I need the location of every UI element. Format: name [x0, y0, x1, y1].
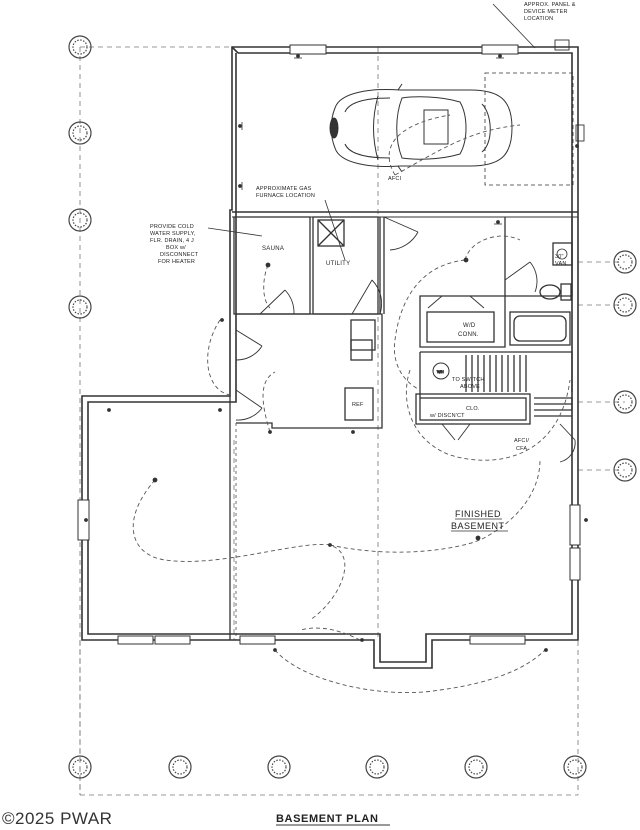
wiring-runs	[132, 114, 571, 693]
svg-text:WH: WH	[437, 369, 444, 374]
car-icon	[329, 83, 513, 173]
water-heater-icon: WH	[432, 362, 450, 380]
gas-note-line-1: APPROXIMATE GAS	[256, 186, 312, 192]
sink-icon	[556, 248, 568, 260]
panel-note-line-2: DEVICE METER	[524, 9, 568, 15]
grid-marker-bottom-5	[464, 755, 488, 779]
afci-label: AFCI	[388, 176, 402, 182]
water-note-line-6: FOR HEATER	[158, 259, 195, 265]
grid-markers	[68, 35, 637, 779]
outlet-symbols	[84, 54, 588, 652]
finished-basement-label: FINISHED BASEMENT	[451, 509, 508, 532]
grid-lines	[79, 46, 625, 796]
water-note-line-4: BOX w/	[166, 245, 186, 251]
afci-cfa-line-2: CFA	[516, 446, 527, 452]
afci-cfa-line-1: AFCI/	[514, 438, 529, 444]
plan-title: BASEMENT PLAN	[276, 813, 390, 826]
closet-label-line-1: CLO.	[466, 406, 480, 412]
grid-marker-right-3	[613, 390, 637, 414]
water-note: PROVIDE COLD WATER SUPPLY, FLR. DRAIN, 4…	[150, 224, 199, 265]
gas-note-line-2: FURNACE LOCATION	[256, 193, 315, 199]
closet-label-line-2: w/ DISCN'CT	[429, 413, 465, 419]
grid-marker-bottom-4	[365, 755, 389, 779]
grid-marker-left-1	[68, 35, 92, 59]
watermark: ©2025 PWAR	[2, 809, 113, 828]
utility-label: UTILITY	[326, 261, 350, 267]
wd-label-line-1: W/D	[463, 323, 476, 329]
closet-label: CLO. w/ DISCN'CT	[429, 406, 480, 419]
grid-marker-bottom-1	[68, 755, 92, 779]
to-switch-line-2: ABOVE	[460, 384, 480, 390]
vanity-label-line-1: 30"	[555, 254, 564, 260]
panel-note-line-3: LOCATION	[524, 16, 553, 22]
grid-marker-left-3	[68, 208, 92, 232]
vanity-label: 30" VAN.	[555, 254, 569, 267]
wd-label: W/D CONN.	[458, 323, 479, 338]
ref-label: REF	[352, 402, 364, 408]
water-note-line-2: WATER SUPPLY,	[150, 231, 196, 237]
door-swings	[235, 216, 576, 463]
panel-note-line-1: APPROX. PANEL &	[524, 2, 576, 8]
windows	[77, 44, 581, 645]
sauna-label: SAUNA	[262, 246, 284, 252]
wd-label-line-2: CONN.	[458, 332, 479, 338]
plan-title-text: BASEMENT PLAN	[276, 813, 379, 825]
water-note-line-5: DISCONNECT	[160, 252, 199, 258]
finished-basement-line-1: FINISHED	[455, 509, 501, 519]
grid-marker-bottom-6	[563, 755, 587, 779]
vanity-label-line-2: VAN.	[555, 261, 569, 267]
water-note-line-3: FLR. DRAIN, 4 J	[150, 238, 194, 244]
water-note-line-1: PROVIDE COLD	[150, 224, 194, 230]
grid-marker-right-1	[613, 250, 637, 274]
interior-walls	[229, 216, 573, 640]
leader-lines	[207, 3, 536, 261]
to-switch-line-1: TO SWITCH	[452, 377, 485, 383]
gas-note: APPROXIMATE GAS FURNACE LOCATION	[256, 186, 315, 199]
panel-note: APPROX. PANEL & DEVICE METER LOCATION	[524, 2, 576, 22]
grid-marker-left-4	[68, 295, 92, 319]
grid-marker-left-2	[68, 121, 92, 145]
grid-marker-right-2	[613, 293, 637, 317]
grid-marker-bottom-2	[168, 755, 192, 779]
to-switch-label: TO SWITCH ABOVE	[452, 377, 485, 390]
grid-marker-right-4	[613, 458, 637, 482]
afci-cfa-label: AFCI/ CFA	[514, 438, 529, 452]
finished-basement-line-2: BASEMENT	[451, 521, 505, 531]
grid-marker-bottom-3	[267, 755, 291, 779]
exterior-walls	[81, 46, 579, 669]
